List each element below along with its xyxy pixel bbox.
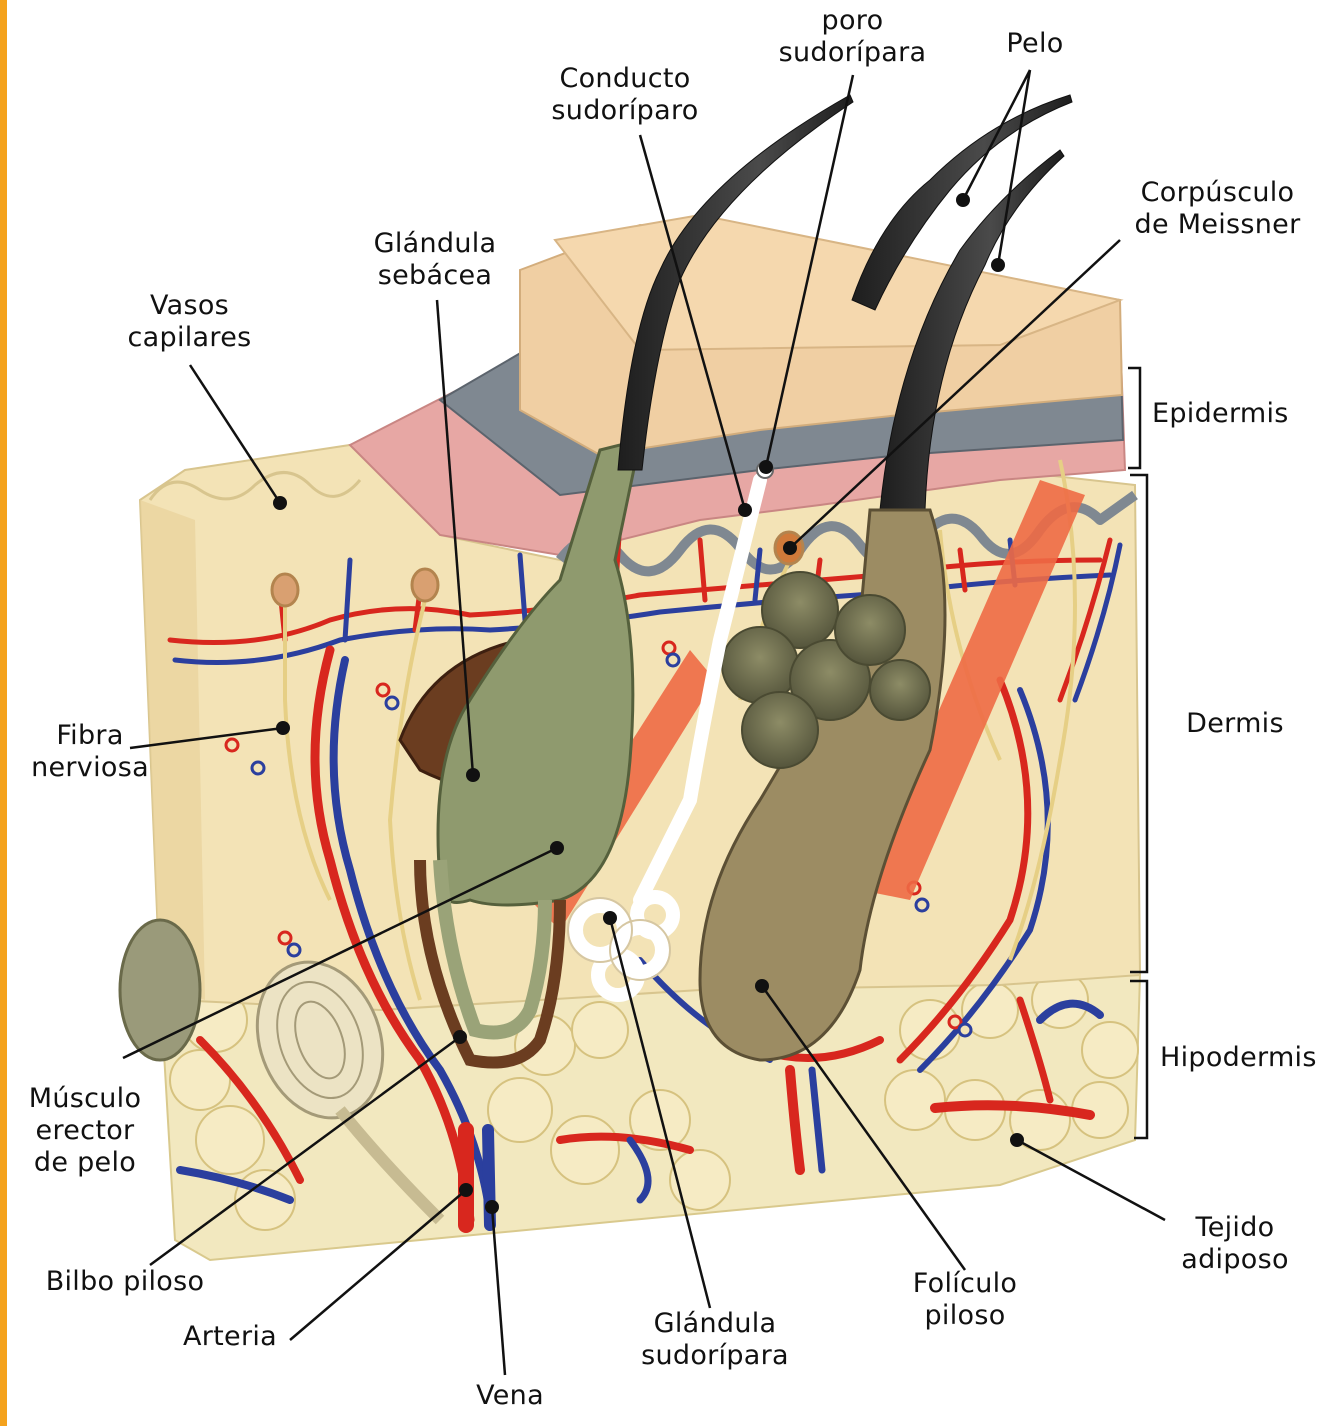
label-bilbo-piloso: Bilbo piloso [30,1266,220,1298]
label-vena: Vena [460,1380,560,1412]
label-epidermis: Epidermis [1152,398,1337,430]
label-arteria: Arteria [170,1321,290,1353]
label-hipodermis: Hipodermis [1160,1042,1340,1074]
label-pelo: Pelo [975,28,1095,60]
label-dermis: Dermis [1170,708,1300,740]
